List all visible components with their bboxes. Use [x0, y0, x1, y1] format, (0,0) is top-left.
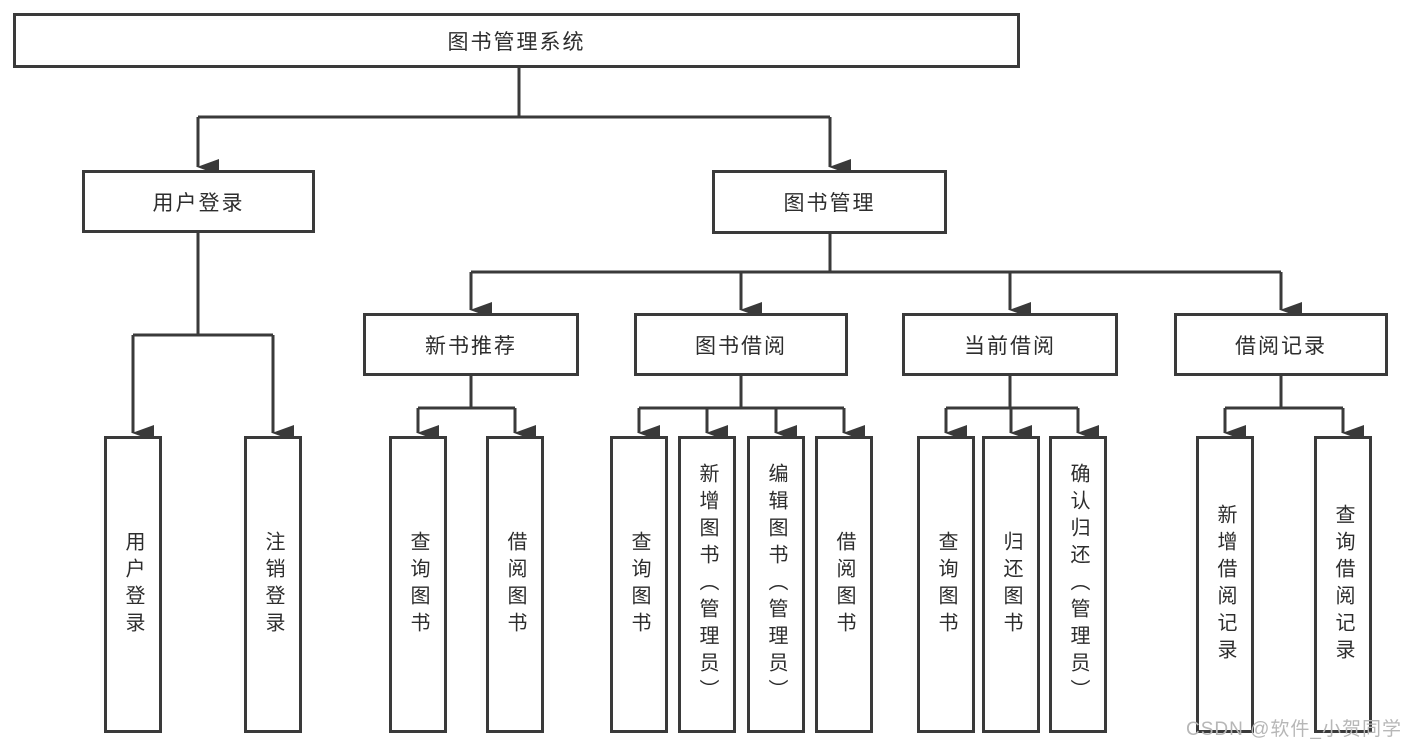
node-book-borrow: 图书借阅 [634, 313, 848, 376]
leaf-add-borrow-record: 新增借阅记录 [1196, 436, 1254, 733]
connector-current-borrow [944, 376, 1099, 441]
connector-root [196, 68, 851, 175]
leaf-borrow-books: 借阅图书 [815, 436, 873, 733]
node-user-login-label: 用户登录 [152, 191, 245, 215]
leaf-query-books-borrow-label: 查询图书 [628, 530, 650, 639]
leaf-query-books-recommend-label: 查询图书 [407, 530, 429, 639]
leaf-logout: 注销登录 [244, 436, 302, 733]
node-root-label: 图书管理系统 [447, 30, 586, 54]
node-current-borrow: 当前借阅 [902, 313, 1118, 376]
leaf-query-books-recommend: 查询图书 [389, 436, 447, 733]
node-new-book-recommend-label: 新书推荐 [425, 334, 517, 358]
leaf-add-book-admin-label: 新增图书（管理员） [696, 463, 718, 706]
connector-user-login [131, 233, 294, 441]
leaf-user-login-label: 用户登录 [122, 530, 144, 639]
node-borrow-records: 借阅记录 [1174, 313, 1388, 376]
connector-new-book-recommend [416, 376, 536, 441]
leaf-confirm-return-admin-label: 确认归还（管理员） [1067, 463, 1089, 706]
node-book-management-label: 图书管理 [783, 192, 876, 215]
leaf-return-book-label: 归还图书 [1000, 530, 1022, 639]
leaf-borrow-books-label: 借阅图书 [833, 530, 855, 639]
node-current-borrow-label: 当前借阅 [964, 334, 1056, 358]
leaf-borrow-books-recommend: 借阅图书 [486, 436, 544, 733]
leaf-edit-book-admin: 编辑图书（管理员） [747, 436, 805, 733]
leaf-user-login: 用户登录 [104, 436, 162, 733]
leaf-logout-label: 注销登录 [262, 530, 284, 639]
leaf-return-book: 归还图书 [982, 436, 1040, 733]
leaf-add-borrow-record-label: 新增借阅记录 [1214, 503, 1236, 666]
node-borrow-records-label: 借阅记录 [1235, 334, 1327, 358]
connector-book-borrow [637, 376, 865, 441]
node-book-management: 图书管理 [712, 170, 947, 234]
node-user-login: 用户登录 [82, 170, 315, 233]
connector-borrow-records [1223, 376, 1364, 441]
leaf-confirm-return-admin: 确认归还（管理员） [1049, 436, 1107, 733]
leaf-edit-book-admin-label: 编辑图书（管理员） [765, 463, 787, 706]
leaf-query-books-borrow: 查询图书 [610, 436, 668, 733]
leaf-query-books-current-label: 查询图书 [935, 530, 957, 639]
node-root: 图书管理系统 [13, 13, 1020, 68]
leaf-query-books-current: 查询图书 [917, 436, 975, 733]
connector-book-management [469, 234, 1302, 318]
node-new-book-recommend: 新书推荐 [363, 313, 579, 376]
leaf-query-borrow-record-label: 查询借阅记录 [1332, 503, 1354, 666]
leaf-add-book-admin: 新增图书（管理员） [678, 436, 736, 733]
leaf-borrow-books-recommend-label: 借阅图书 [504, 530, 526, 639]
leaf-query-borrow-record: 查询借阅记录 [1314, 436, 1372, 733]
csdn-watermark: CSDN @软件_小贺同学 [1186, 719, 1402, 740]
node-book-borrow-label: 图书借阅 [695, 334, 787, 358]
